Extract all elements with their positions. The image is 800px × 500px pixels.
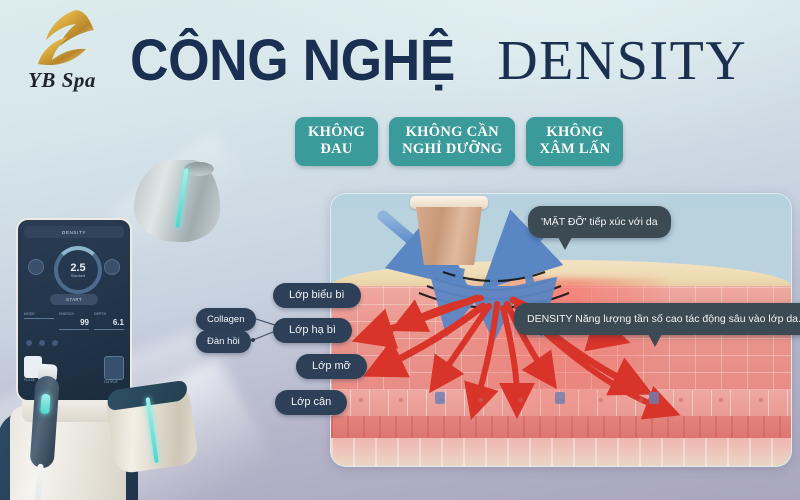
density-machine: DENSITY 2.5 Standard START MODE ENERGY [0,196,152,500]
wand-led [40,393,51,415]
screen-footer-tiles: PULSE OUTPUT [24,356,124,390]
title-part-1: CÔNG NGHỆ [130,28,455,93]
property-label-elasticity[interactable]: Đàn hồi [196,330,251,353]
indicator-dot [26,340,32,346]
layer-label-fascia[interactable]: Lớp cân [275,390,348,415]
badge-line-2: XÂM LẤN [539,141,611,157]
output-tile[interactable] [104,356,124,380]
readout-underline [94,329,124,330]
pulse-tile-label: PULSE [24,378,36,382]
layer-label-dermis[interactable]: Lớp hạ bì [273,318,352,343]
wand-body [29,375,60,469]
energy-dial[interactable]: 2.5 Standard [54,246,102,294]
screen-indicator-dots [26,340,58,346]
butterfly-icon [38,10,94,66]
output-tile-label: OUTPUT [104,380,118,384]
readout-underline [59,329,89,330]
handpiece-grey [134,160,220,242]
badge-line-1: KHÔNG [546,124,604,140]
machine-touchscreen[interactable]: DENSITY 2.5 Standard START MODE ENERGY [16,218,132,402]
collagen-markers [435,392,659,404]
readout-mode[interactable]: MODE [24,312,54,330]
readout-label: DEPTH [94,312,107,316]
badge-line-1: KHÔNG [308,124,366,140]
screen-readouts: MODE ENERGY 99 DEPTH 6.1 [24,312,124,330]
start-chip[interactable]: START [50,294,98,305]
badge-line-2: NGHỈ DƯỠNG [402,141,503,157]
readout-energy[interactable]: ENERGY 99 [59,312,89,330]
badge-non-invasive[interactable]: KHÔNG XÂM LẤN [526,117,624,166]
applicator-tip [410,196,488,268]
badge-no-downtime[interactable]: KHÔNG CẦN NGHỈ DƯỠNG [389,117,516,166]
readout-underline [24,318,54,319]
handpiece-grey-lip [184,162,214,176]
applicator-rim [410,196,488,209]
layer-label-epidermis[interactable]: Lớp biểu bì [273,283,361,308]
wand-cable [35,463,44,500]
penetration-arrows [430,267,558,342]
skin-layer-fascia [331,438,791,466]
callout-energy-description[interactable]: DENSITY Năng lượng tần số cao tác động s… [514,303,800,347]
indicator-dot [52,340,58,346]
dial-unit: Standard [70,273,86,278]
readout-value: 6.1 [112,318,124,327]
benefit-badges: KHÔNG ĐAU KHÔNG CẦN NGHỈ DƯỠNG KHÔNG XÂM… [295,117,624,166]
badge-line-1: KHÔNG CẦN [405,124,499,140]
badge-line-2: ĐAU [320,141,353,157]
page-title: CÔNG NGHỆ DENSITY [130,26,798,96]
handpiece-cream [104,379,201,478]
property-label-collagen[interactable]: Collagen [196,308,256,331]
layer-label-fat[interactable]: Lớp mỡ [296,354,367,379]
screen-increase-knob[interactable] [104,259,120,275]
brand-logo: YB Spa [8,6,116,106]
badge-no-pain[interactable]: KHÔNG ĐAU [295,117,379,166]
readout-value: 99 [80,318,89,327]
brand-name: YB Spa [28,68,96,92]
screen-header-bar: DENSITY [24,226,124,238]
callout-tip-contact[interactable]: 'MẶT ĐỠ' tiếp xúc với da [528,206,671,250]
dial-value: 2.5 [70,261,86,274]
screen-header-label: DENSITY [61,229,87,235]
screen-decrease-knob[interactable] [28,259,44,275]
readout-label: ENERGY [59,312,75,316]
indicator-dot [39,340,45,346]
applicator-body [416,207,482,265]
readout-depth[interactable]: DEPTH 6.1 [94,312,124,330]
readout-label: MODE [24,312,35,316]
title-part-2: DENSITY [497,30,748,92]
start-chip-label: START [66,297,82,302]
